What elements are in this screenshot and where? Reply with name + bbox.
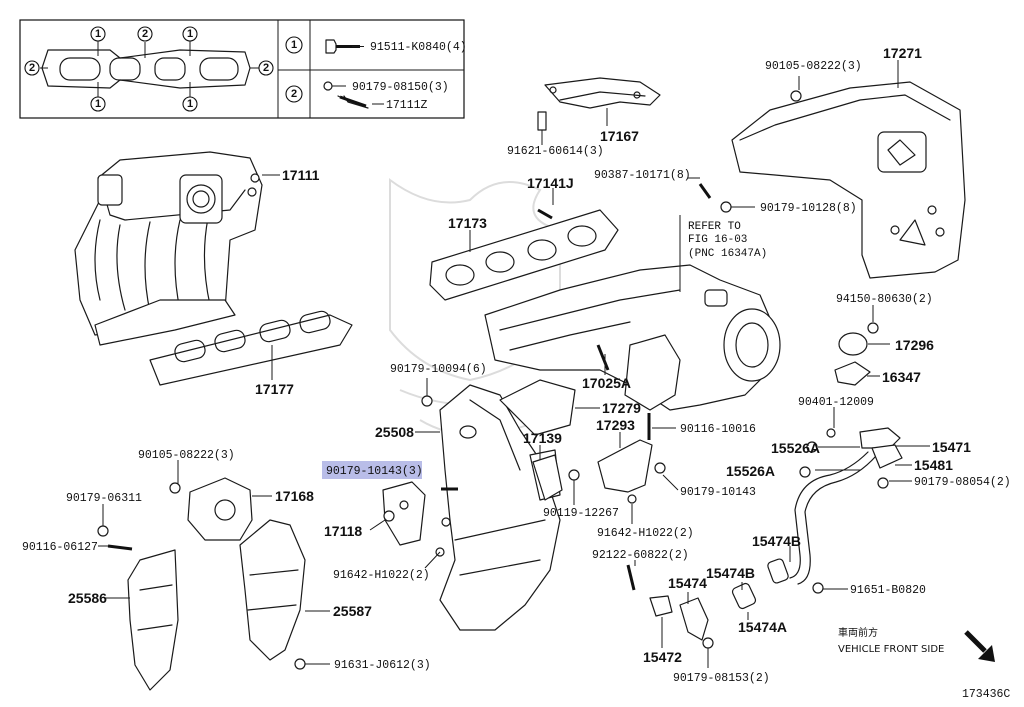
svg-text:1: 1 [95, 28, 101, 40]
exhaust-gasket-17173-drawing [429, 208, 619, 301]
label-15481[interactable]: 15481 [914, 457, 953, 473]
label-15474[interactable]: 15474 [668, 575, 707, 591]
label-90105-08222-left[interactable]: 90105-08222(3) [138, 449, 235, 462]
label-90401-12009[interactable]: 90401-12009 [798, 396, 874, 409]
label-17177[interactable]: 17177 [255, 381, 294, 397]
svg-text:2: 2 [263, 62, 269, 74]
label-17167[interactable]: 17167 [600, 128, 639, 144]
legend-mark-1: 1 [291, 39, 297, 51]
label-17025a[interactable]: 17025A [582, 375, 631, 391]
label-15526a-lower[interactable]: 15526A [726, 463, 775, 479]
selected-part-highlight [322, 461, 422, 479]
intake-manifold-drawing [74, 151, 263, 346]
label-15472[interactable]: 15472 [643, 649, 682, 665]
legend-part-91511: 91511-K0840(4) [370, 41, 467, 54]
svg-text:1: 1 [187, 28, 193, 40]
label-25586[interactable]: 25586 [68, 590, 107, 606]
legend-mark-2: 2 [291, 88, 297, 100]
label-91621-60614[interactable]: 91621-60614(3) [507, 145, 604, 158]
label-90179-08153[interactable]: 90179-08153(2) [673, 672, 770, 685]
bracket-17118-drawing [382, 481, 426, 546]
label-16347[interactable]: 16347 [882, 369, 921, 385]
figure-id: 173436C [962, 688, 1010, 701]
label-15474b-upper[interactable]: 15474B [752, 533, 801, 549]
refer-note-line1: REFER TO [688, 221, 741, 233]
legend-part-17111z: 17111Z [386, 99, 428, 112]
svg-text:2: 2 [142, 28, 148, 40]
label-25508[interactable]: 25508 [375, 424, 414, 440]
front-label-japanese: 車両前方 [838, 626, 878, 639]
label-17168[interactable]: 17168 [275, 488, 314, 504]
bracket-17293-drawing [597, 439, 653, 493]
label-90179-10143[interactable]: 90179-10143 [680, 486, 756, 499]
label-90387-10171[interactable]: 90387-10171(8) [594, 169, 691, 182]
label-15471[interactable]: 15471 [932, 439, 971, 455]
exhaust-manifold-turbo-drawing [484, 264, 781, 411]
label-17271[interactable]: 17271 [883, 45, 922, 61]
label-17279[interactable]: 17279 [602, 400, 641, 416]
manifold-insulator-17271-drawing [731, 81, 966, 279]
heat-insulator-25586-drawing [127, 549, 179, 691]
leader-lines [98, 60, 930, 668]
heat-insulator-25587-drawing [239, 519, 306, 661]
label-90116-10016[interactable]: 90116-10016 [680, 423, 756, 436]
refer-note-line2: FIG 16-03 [688, 234, 747, 246]
legend-callout-circles: 1 2 1 2 2 1 1 [24, 26, 274, 112]
label-92122-60822[interactable]: 92122-60822(2) [592, 549, 689, 562]
legend-part-90179-08150: 90179-08150(3) [352, 81, 449, 94]
label-91642-h1022-right[interactable]: 91642-H1022(2) [597, 527, 694, 540]
label-90179-10128[interactable]: 90179-10128(8) [760, 202, 857, 215]
label-91651-b0820[interactable]: 91651-B0820 [850, 584, 926, 597]
label-17118[interactable]: 17118 [324, 523, 362, 539]
svg-text:1: 1 [187, 98, 193, 110]
vehicle-front-arrow-icon [964, 630, 995, 662]
label-17141j[interactable]: 17141J [527, 175, 574, 191]
front-label-english: VEHICLE FRONT SIDE [838, 644, 944, 655]
pipe-assembly-drawing [649, 427, 903, 641]
legend-box: 1 2 1 2 2 1 1 1 91511-K0840(4) 2 90179-0… [19, 19, 467, 119]
label-91631-j0612[interactable]: 91631-J0612(3) [334, 659, 431, 672]
label-90179-06311[interactable]: 90179-06311 [66, 492, 142, 505]
label-90179-08054[interactable]: 90179-08054(2) [914, 476, 1011, 489]
label-25587[interactable]: 25587 [333, 603, 372, 619]
svg-text:2: 2 [29, 62, 35, 74]
legend-row-2: 2 90179-08150(3) 17111Z [285, 81, 449, 112]
catalytic-converter-drawing [439, 379, 576, 631]
gasket-16347-drawing [834, 361, 871, 386]
label-90179-10094[interactable]: 90179-10094(6) [390, 363, 487, 376]
label-15474b-lower[interactable]: 15474B [706, 565, 755, 581]
label-17139[interactable]: 17139 [523, 430, 562, 446]
label-17173[interactable]: 17173 [448, 215, 487, 231]
svg-text:1: 1 [95, 98, 101, 110]
label-17296[interactable]: 17296 [895, 337, 934, 353]
label-91642-h1022-left[interactable]: 91642-H1022(2) [333, 569, 430, 582]
heat-insulator-17168-drawing [187, 477, 253, 541]
refer-note-line3: (PNC 16347A) [688, 248, 767, 260]
label-15474a[interactable]: 15474A [738, 619, 787, 635]
intake-gasket-drawing [149, 310, 353, 386]
label-15526a-upper[interactable]: 15526A [771, 440, 820, 456]
label-94150-80630[interactable]: 94150-80630(2) [836, 293, 933, 306]
label-17111[interactable]: 17111 [282, 167, 320, 183]
legend-gasket-drawing [40, 40, 262, 98]
label-90119-12267[interactable]: 90119-12267 [543, 507, 619, 520]
insulator-bracket-17167-drawing [537, 77, 661, 131]
gasket-17296-drawing [838, 332, 868, 356]
label-90105-08222-top[interactable]: 90105-08222(3) [765, 60, 862, 73]
label-90116-06127[interactable]: 90116-06127 [22, 541, 98, 554]
label-17293[interactable]: 17293 [596, 417, 635, 433]
part-labels: 90105-08222(3) 17271 17167 91621-60614(3… [22, 45, 1011, 701]
label-90179-10143-selected[interactable]: 90179-10143(3) [326, 465, 423, 478]
stay-17139-drawing [532, 454, 563, 501]
legend-row-1: 1 91511-K0840(4) [285, 36, 467, 54]
